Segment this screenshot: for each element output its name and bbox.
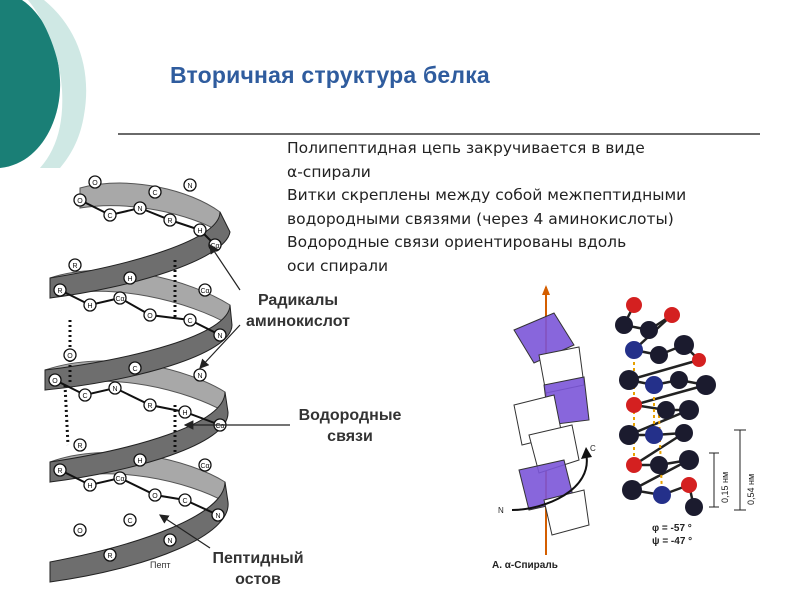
atom-ball [615, 316, 633, 334]
atom-ball [626, 457, 642, 473]
atom-ball [685, 498, 703, 516]
atom-ball [640, 321, 658, 339]
scale-label-large: 0,54 нм [746, 474, 756, 505]
hydrogen-bond [659, 415, 662, 495]
atom-ball [675, 424, 693, 442]
atom-ball [664, 307, 680, 323]
hydrogen-bonds-label: Водородные связи [280, 405, 420, 447]
atom-ball [670, 371, 688, 389]
peptide-backbone-label-line: остов [188, 569, 328, 590]
peptide-backbone-label-line: Пептидный [188, 548, 328, 569]
radicals-arrow [210, 245, 240, 290]
radicals-label: Радикалы аминокислот [228, 290, 368, 332]
atom-ball [650, 456, 668, 474]
hydrogen-bonds-label-line: Водородные [280, 405, 420, 426]
psi-angle: ψ = -47 ° [652, 536, 692, 547]
atom-bond [629, 360, 699, 380]
atom-ball [625, 341, 643, 359]
c-terminus-letter: C [590, 444, 596, 453]
ball-and-stick-model [615, 297, 716, 516]
atom-ball [645, 426, 663, 444]
n-terminus-letter: N [498, 506, 504, 515]
atom-ball [681, 477, 697, 493]
atom-ball [645, 376, 663, 394]
peptide-backbone-label: Пептидный остов [188, 548, 328, 590]
atom-ball [653, 486, 671, 504]
atom-ball [657, 401, 675, 419]
atom-ball [619, 370, 639, 390]
radicals-label-line: аминокислот [228, 311, 368, 332]
phi-angle: φ = -57 ° [652, 523, 692, 534]
atom-ball [674, 335, 694, 355]
atom-ball [626, 397, 642, 413]
figure-caption: А. α-Спираль [492, 560, 558, 571]
hydrogen-bonds-label-line: связи [280, 426, 420, 447]
radicals-label-line: Радикалы [228, 290, 368, 311]
atom-ball [650, 346, 668, 364]
atom-ball [626, 297, 642, 313]
scale-label-small: 0,15 нм [720, 472, 730, 503]
atom-ball [619, 425, 639, 445]
alpha-helix-model-image: N C 0,54 нм 0,15 нм φ = -57 ° ψ = -47 ° … [484, 285, 780, 580]
helix-model-drawing: N C 0,54 нм 0,15 нм φ = -57 ° ψ = -47 ° … [484, 285, 780, 580]
axis-arrow-icon [542, 285, 550, 295]
atom-ball [622, 480, 642, 500]
atom-ball [679, 400, 699, 420]
backbone-arrow [160, 515, 210, 548]
atom-ball [696, 375, 716, 395]
atom-ball [679, 450, 699, 470]
atom-ball [692, 353, 706, 367]
